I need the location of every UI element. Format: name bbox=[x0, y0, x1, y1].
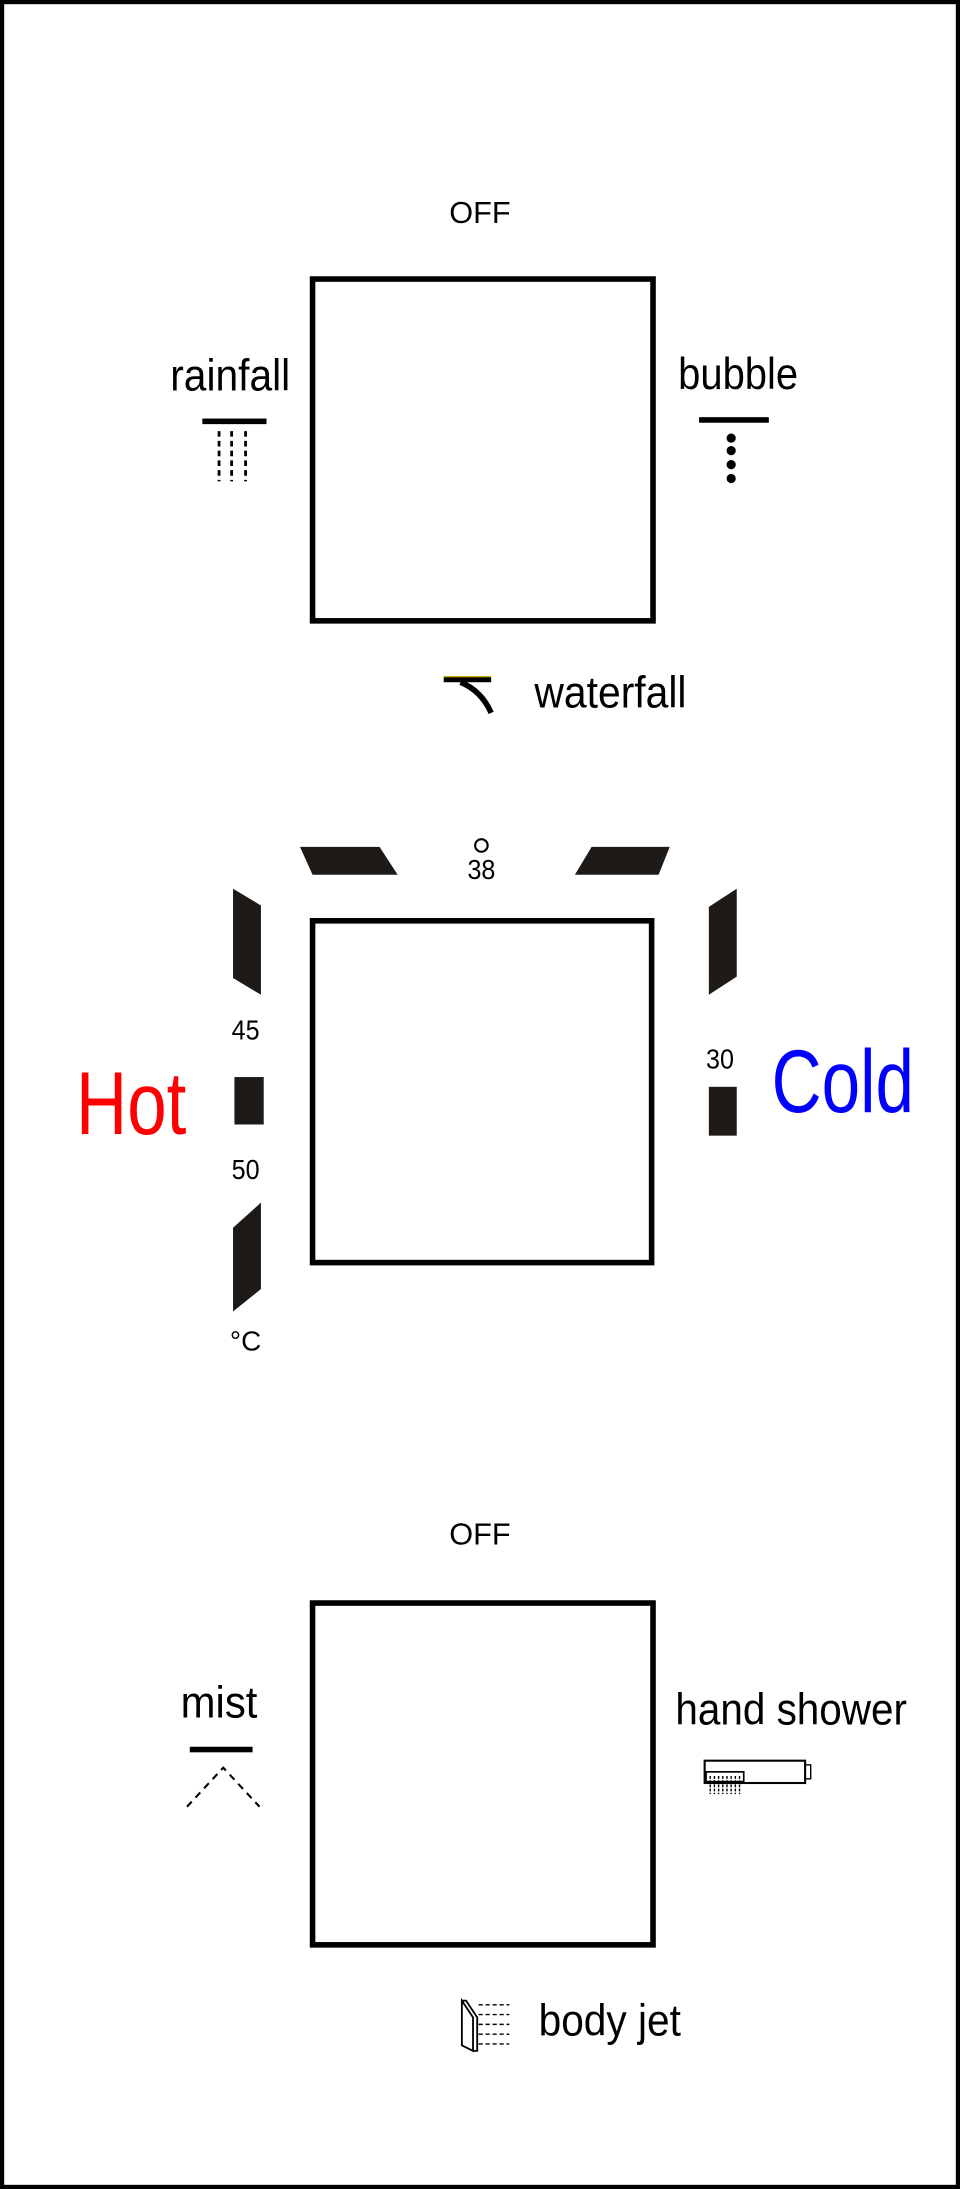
hand-shower-label: hand shower bbox=[675, 1685, 907, 1734]
temp-mark-30: 30 bbox=[706, 1044, 734, 1075]
mist-icon bbox=[186, 1746, 261, 1808]
waterfall-icon bbox=[443, 675, 494, 715]
knob-button[interactable] bbox=[309, 1600, 656, 1948]
degree-mark bbox=[474, 838, 489, 853]
scale-segment bbox=[708, 888, 737, 995]
thermostat-knob[interactable]: 38 45 50 °C 30 Hot Cold bbox=[76, 838, 914, 1357]
scale-segment bbox=[233, 888, 261, 995]
waterfall-label: waterfall bbox=[534, 668, 687, 717]
scale-segment bbox=[234, 1077, 264, 1125]
temp-unit: °C bbox=[230, 1326, 261, 1357]
temp-mark-45: 45 bbox=[232, 1014, 260, 1045]
hot-label: Hot bbox=[76, 1053, 186, 1153]
temp-mark-50: 50 bbox=[232, 1154, 260, 1185]
scale-segment bbox=[574, 846, 670, 875]
cold-label: Cold bbox=[772, 1031, 914, 1131]
bubble-icon bbox=[699, 417, 769, 484]
knob-button[interactable] bbox=[309, 918, 655, 1266]
scale-segment bbox=[233, 1202, 261, 1312]
off-label: OFF bbox=[449, 1516, 510, 1551]
diverter-knob-bottom[interactable]: OFF mist hand shower bbox=[181, 1516, 907, 2053]
scale-segment bbox=[300, 846, 398, 875]
diverter-knob-top[interactable]: OFF rainfall bubble waterfall bbox=[170, 195, 798, 717]
body-jet-icon bbox=[460, 1997, 510, 2053]
bubble-label: bubble bbox=[678, 350, 798, 399]
off-label: OFF bbox=[449, 195, 510, 230]
body-jet-label: body jet bbox=[539, 1997, 682, 2046]
rainfall-label: rainfall bbox=[170, 352, 290, 401]
rainfall-icon bbox=[202, 418, 267, 482]
mist-label: mist bbox=[181, 1678, 258, 1727]
hand-shower-icon bbox=[703, 1759, 812, 1795]
scale-segment bbox=[708, 1086, 737, 1136]
knob-button[interactable] bbox=[309, 276, 656, 624]
temp-mark-38: 38 bbox=[467, 854, 495, 885]
